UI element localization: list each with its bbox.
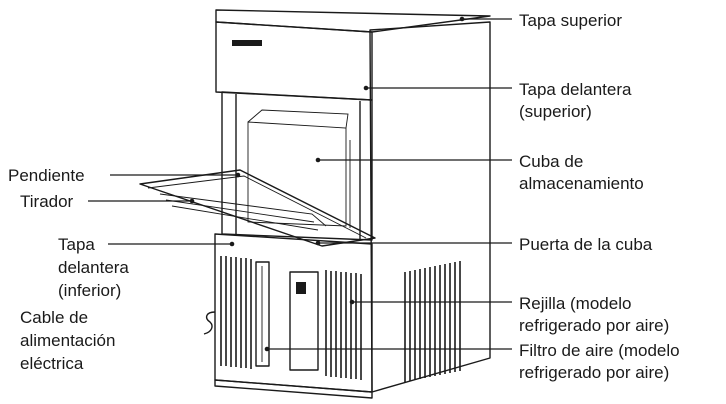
label-rejilla-line1: Rejilla (modelo <box>519 294 631 313</box>
label-tapa-delantera-superior-line2: (superior) <box>519 102 592 121</box>
label-filtro-line1: Filtro de aire (modelo <box>519 341 680 360</box>
base <box>214 379 373 399</box>
label-cable-line2: alimentación <box>20 331 115 350</box>
lower-front-cover <box>214 233 373 393</box>
label-tapa-superior: Tapa superior <box>519 11 622 30</box>
label-tapa-inferior-line1: Tapa <box>58 235 95 254</box>
control-panel <box>289 271 319 371</box>
power-cable <box>203 311 216 335</box>
control-display <box>296 282 306 294</box>
bin-door <box>139 169 376 247</box>
upper-front-cover <box>215 21 373 101</box>
label-tapa-delantera-superior-line1: Tapa delantera <box>519 80 632 99</box>
label-puerta-cuba: Puerta de la cuba <box>519 235 653 254</box>
label-cuba-line1: Cuba de <box>519 152 583 171</box>
top-lid <box>215 9 491 33</box>
bin-frame <box>221 91 373 241</box>
ice-machine-illustration <box>139 9 491 399</box>
label-cable-line1: Cable de <box>20 308 88 327</box>
label-cable-line3: eléctrica <box>20 354 84 373</box>
label-rejilla-line2: refrigerado por aire) <box>519 316 669 335</box>
label-cuba-line2: almacenamiento <box>519 174 644 193</box>
label-tapa-inferior-line3: (inferior) <box>58 281 121 300</box>
air-filter <box>255 261 270 367</box>
front-grille-right <box>325 270 362 380</box>
label-filtro-line2: refrigerado por aire) <box>519 363 669 382</box>
label-tirador: Tirador <box>20 192 74 211</box>
front-grille-left <box>220 256 252 369</box>
leader-lines <box>88 16 512 352</box>
bin-interior <box>247 121 347 227</box>
label-tapa-inferior-line2: delantera <box>58 258 129 277</box>
brand-plate <box>232 40 262 46</box>
callout-labels: Tapa superior Tapa delantera (superior) … <box>8 11 680 382</box>
label-pendiente: Pendiente <box>8 166 85 185</box>
side-grille <box>404 261 461 382</box>
